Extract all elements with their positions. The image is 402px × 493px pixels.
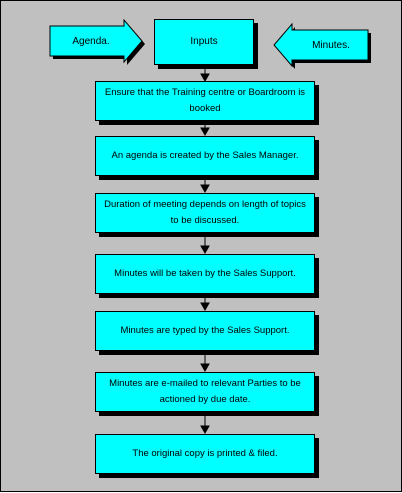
inputs-box: Inputs [154, 19, 254, 65]
minutes-arrow-label: Minutes. [312, 39, 350, 51]
step-5-text: Minutes are typed by the Sales Support. [120, 325, 290, 336]
step-1-box: Ensure that the Training centre or Board… [95, 81, 315, 121]
step-4-text: Minutes will be taken by the Sales Suppo… [114, 268, 296, 279]
inputs-box-label: Inputs [190, 36, 218, 47]
step-4-box: Minutes will be taken by the Sales Suppo… [95, 254, 315, 294]
step-7-text: The original copy is printed & filed. [132, 448, 278, 459]
step-1-text: Ensure that the Training centre or Board… [104, 87, 306, 114]
step-2-box: An agenda is created by the Sales Manage… [95, 136, 315, 176]
agenda-arrow-shape [49, 19, 145, 65]
agenda-arrow-label: Agenda. [72, 35, 110, 47]
step-2-text: An agenda is created by the Sales Manage… [111, 150, 299, 161]
step-6-text: Minutes are e-mailed to relevant Parties… [109, 378, 301, 405]
step-3-text: Duration of meeting depends on length of… [104, 199, 306, 226]
step-6-box: Minutes are e-mailed to relevant Parties… [95, 372, 315, 412]
step-5-box: Minutes are typed by the Sales Support. [95, 311, 315, 351]
step-3-box: Duration of meeting depends on length of… [95, 193, 315, 233]
step-7-box: The original copy is printed & filed. [95, 434, 315, 474]
minutes-arrow-shape [273, 23, 371, 69]
